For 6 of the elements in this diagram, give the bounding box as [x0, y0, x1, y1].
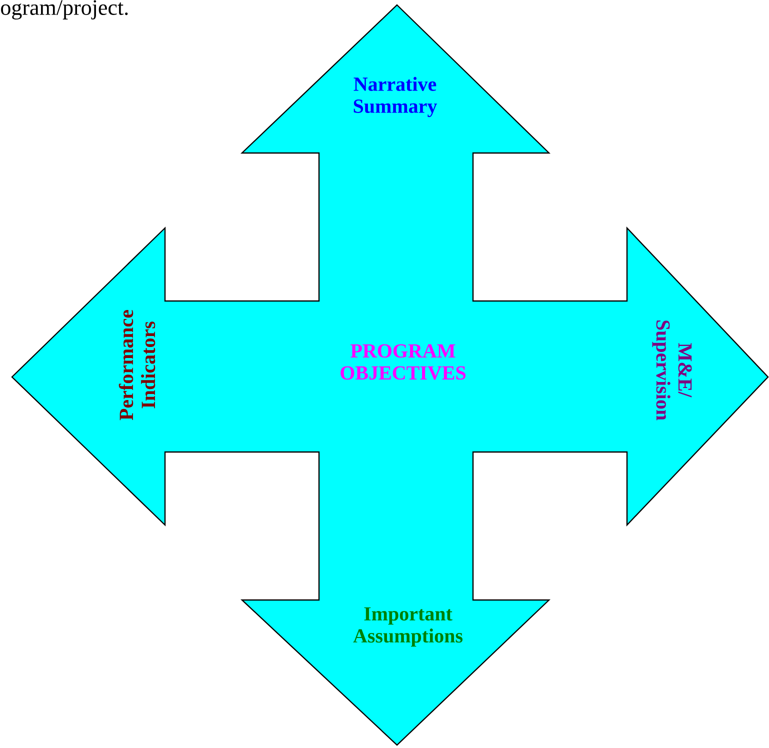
page-text: ogram/project.: [1, 0, 128, 20]
shape-label: Performance Indicators: [118, 310, 156, 420]
shape-label: PROGRAM OBJECTIVES: [340, 344, 466, 380]
shape-label: Narrative Summary: [354, 76, 438, 118]
shape-label: M&E/ Supervision: [652, 320, 692, 420]
shape-label: Important Assumptions: [353, 607, 463, 647]
